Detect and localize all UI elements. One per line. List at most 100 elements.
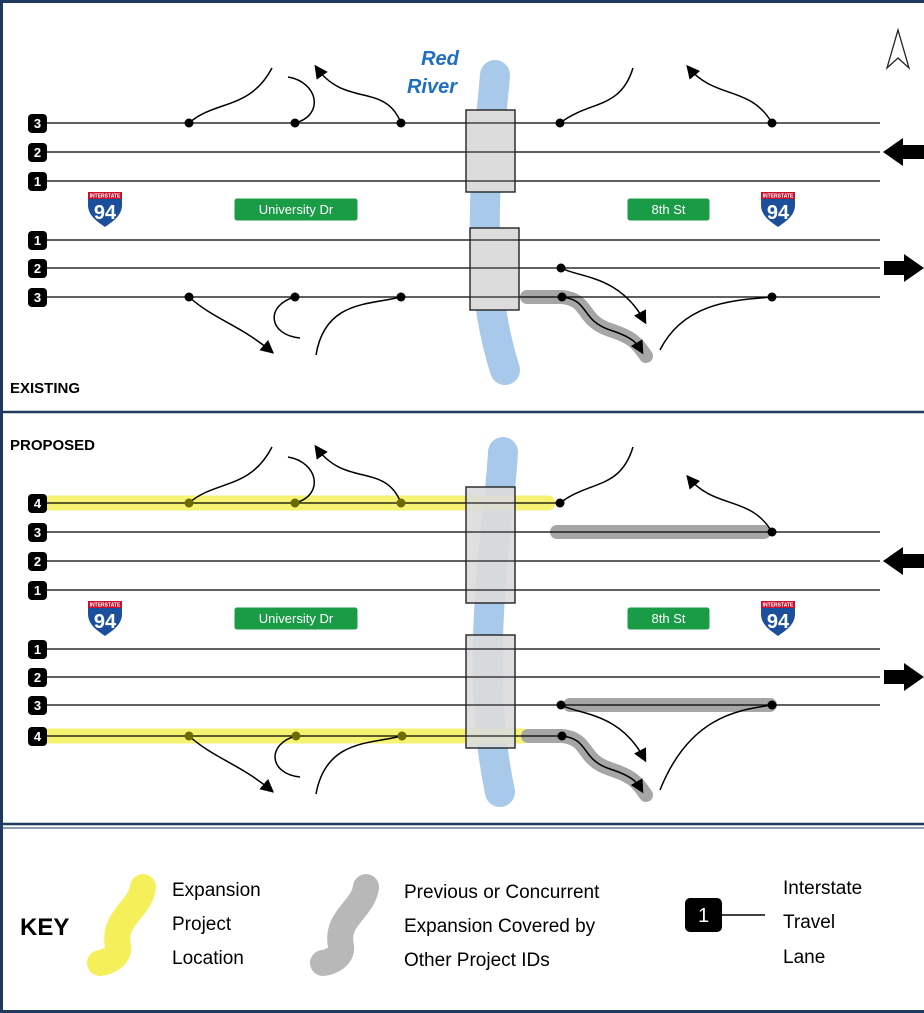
bridge-westbound [465, 486, 516, 604]
street-sign-8th: 8th St [626, 606, 711, 631]
lane-badge: 1 [28, 231, 47, 250]
lane-badge: 1 [28, 640, 47, 659]
svg-text:INTERSTATE: INTERSTATE [763, 194, 794, 200]
junction-dot [767, 118, 777, 128]
lane-badge: 4 [28, 727, 47, 746]
north-arrow-icon [885, 27, 911, 71]
junction-dot [290, 498, 300, 508]
previous-expansion-highlight [521, 729, 653, 802]
ramp [188, 735, 275, 793]
proposed-section: PROPOSED [10, 437, 924, 807]
junction-dot [396, 118, 406, 128]
junction-dot [557, 731, 567, 741]
junction-dot [184, 498, 194, 508]
junction-dot [184, 118, 194, 128]
junction-dot [396, 498, 406, 508]
lane-badge: 2 [28, 552, 47, 571]
junction-dot [556, 700, 566, 710]
westbound-arrow-icon [883, 138, 924, 166]
junction-dot [397, 731, 407, 741]
lane-badge: 1 [28, 172, 47, 191]
ramp [315, 735, 403, 795]
lane-badge: 3 [28, 114, 47, 133]
junction-dot [290, 292, 300, 302]
svg-text:2: 2 [34, 670, 41, 685]
legend-lane-line2: Travel [783, 912, 835, 933]
lane-badge: 2 [28, 259, 47, 278]
street-sign-university: University Dr [233, 197, 359, 222]
svg-text:94: 94 [94, 611, 117, 633]
junction-dot [291, 731, 301, 741]
svg-text:3: 3 [34, 116, 41, 131]
svg-text:4: 4 [34, 729, 42, 744]
ramp [287, 456, 315, 504]
svg-text:1: 1 [34, 642, 41, 657]
westbound-arrow-icon [883, 547, 924, 575]
street-sign-university: University Dr [233, 606, 359, 631]
interstate-shield-icon: INTERSTATE 94 [759, 190, 797, 229]
eastbound-arrow-icon [884, 254, 924, 282]
svg-text:University Dr: University Dr [259, 202, 334, 217]
legend-previous-line2: Expansion Covered by [404, 916, 596, 937]
lane-badge: 1 [28, 581, 47, 600]
street-sign-8th: 8th St [626, 197, 711, 222]
bridge-westbound [465, 109, 516, 193]
ramp [188, 67, 273, 124]
river-label-line1: Red [421, 48, 460, 70]
svg-text:INTERSTATE: INTERSTATE [90, 603, 121, 609]
svg-text:3: 3 [34, 525, 41, 540]
lane-badge: 2 [28, 143, 47, 162]
ramp [314, 64, 402, 124]
ramp [274, 735, 301, 778]
svg-text:94: 94 [767, 611, 790, 633]
lane-badge: 2 [28, 668, 47, 687]
lane-badge: 3 [28, 696, 47, 715]
ramp [314, 444, 402, 504]
junction-dot [767, 292, 777, 302]
ramp [659, 704, 773, 791]
junction-dot [555, 498, 565, 508]
svg-text:INTERSTATE: INTERSTATE [763, 603, 794, 609]
svg-text:4: 4 [34, 496, 42, 511]
legend-title: KEY [20, 914, 69, 941]
lane-badge: 3 [28, 523, 47, 542]
svg-text:University Dr: University Dr [259, 611, 334, 626]
legend-previous-line3: Other Project IDs [404, 950, 550, 971]
lane-badge: 3 [28, 288, 47, 307]
ramp [561, 735, 644, 794]
previous-expansion-highlight [520, 290, 653, 363]
existing-section: Red River [10, 48, 924, 397]
svg-text:3: 3 [34, 290, 41, 305]
svg-text:2: 2 [34, 554, 41, 569]
svg-text:8th St: 8th St [652, 611, 686, 626]
ramp [686, 64, 773, 124]
legend-lane-line1: Interstate [783, 878, 862, 899]
svg-text:3: 3 [34, 698, 41, 713]
junction-dot [557, 292, 567, 302]
ramp [561, 296, 644, 355]
interstate-shield-icon: INTERSTATE 94 [86, 599, 124, 638]
svg-text:INTERSTATE: INTERSTATE [90, 194, 121, 200]
ramp [560, 267, 647, 325]
junction-dot [184, 731, 194, 741]
svg-text:1: 1 [34, 174, 41, 189]
junction-dot [767, 700, 777, 710]
legend-previous-line1: Previous or Concurrent [404, 882, 600, 903]
junction-dot [290, 118, 300, 128]
eastbound-arrow-icon [884, 663, 924, 691]
ramp [686, 474, 773, 533]
section-label-proposed: PROPOSED [10, 437, 95, 454]
svg-text:2: 2 [34, 145, 41, 160]
svg-text:2: 2 [34, 261, 41, 276]
svg-text:1: 1 [34, 583, 41, 598]
ramp [188, 296, 275, 354]
ramp [659, 296, 773, 351]
svg-text:94: 94 [94, 202, 117, 224]
ramp [273, 296, 301, 339]
lane-badge: 4 [28, 494, 47, 513]
junction-dot [396, 292, 406, 302]
svg-text:1: 1 [34, 233, 41, 248]
river-label-line2: River [407, 76, 458, 98]
